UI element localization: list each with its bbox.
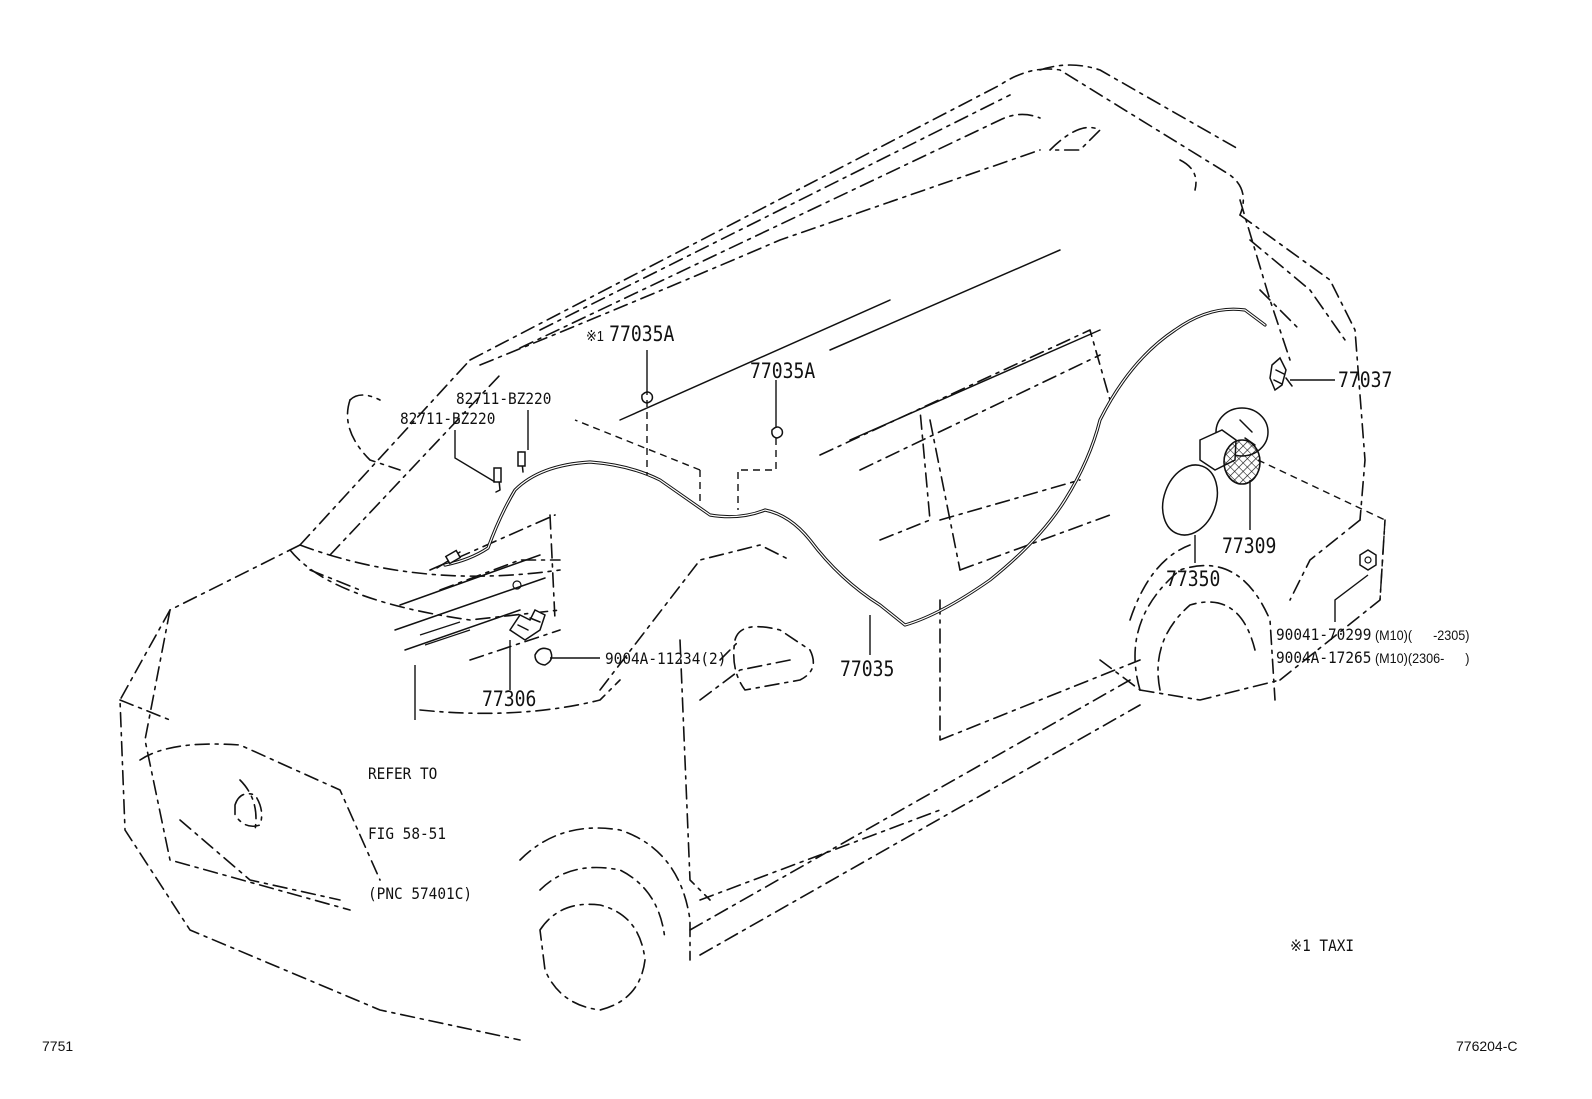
callout-90041-70299: 90041-70299(M10)( -2305) [1276,625,1470,644]
callout-77309: 77309 [1222,534,1277,558]
part-77306-opener [508,608,553,666]
callout-77035: 77035 [840,657,895,681]
part-77350-fuel-lid [1161,464,1219,536]
vehicle-body-detail [394,249,1101,651]
part-77035A-clips [641,391,784,439]
refer-line-3: (PNC 57401C) [368,884,473,903]
leader-lines [414,350,1386,720]
callout-77306: 77306 [482,687,537,711]
refer-line-2: FIG 58-51 [368,824,447,843]
cable-77035 [436,307,1267,627]
part-77309-hinge [1199,407,1269,485]
part-90041-nut [1359,549,1377,571]
callout-82711-upper: 82711-BZ220 [456,389,552,408]
callout-82711-lower: 82711-BZ220 [400,409,496,428]
legend-taxi: ※1 TAXI [1290,936,1355,955]
vehicle-body-outline [119,64,1386,1041]
part-77037-lock [1269,356,1293,392]
refer-note: REFER TO FIG 58-51 (PNC 57401C) [368,724,472,924]
callout-9004A-17265: 9004A-17265(M10)(2306- ) [1276,648,1470,667]
callout-77037: 77037 [1338,368,1393,392]
callout-9004A-11234: 9004A-11234(2) [605,649,727,668]
callout-77350: 77350 [1166,567,1221,591]
callout-77035A: 77035A [750,359,816,383]
page-code: 7751 [42,1038,74,1054]
figure-code: 776204-C [1456,1038,1518,1054]
part-82711-clips [493,451,526,493]
refer-line-1: REFER TO [368,764,438,783]
